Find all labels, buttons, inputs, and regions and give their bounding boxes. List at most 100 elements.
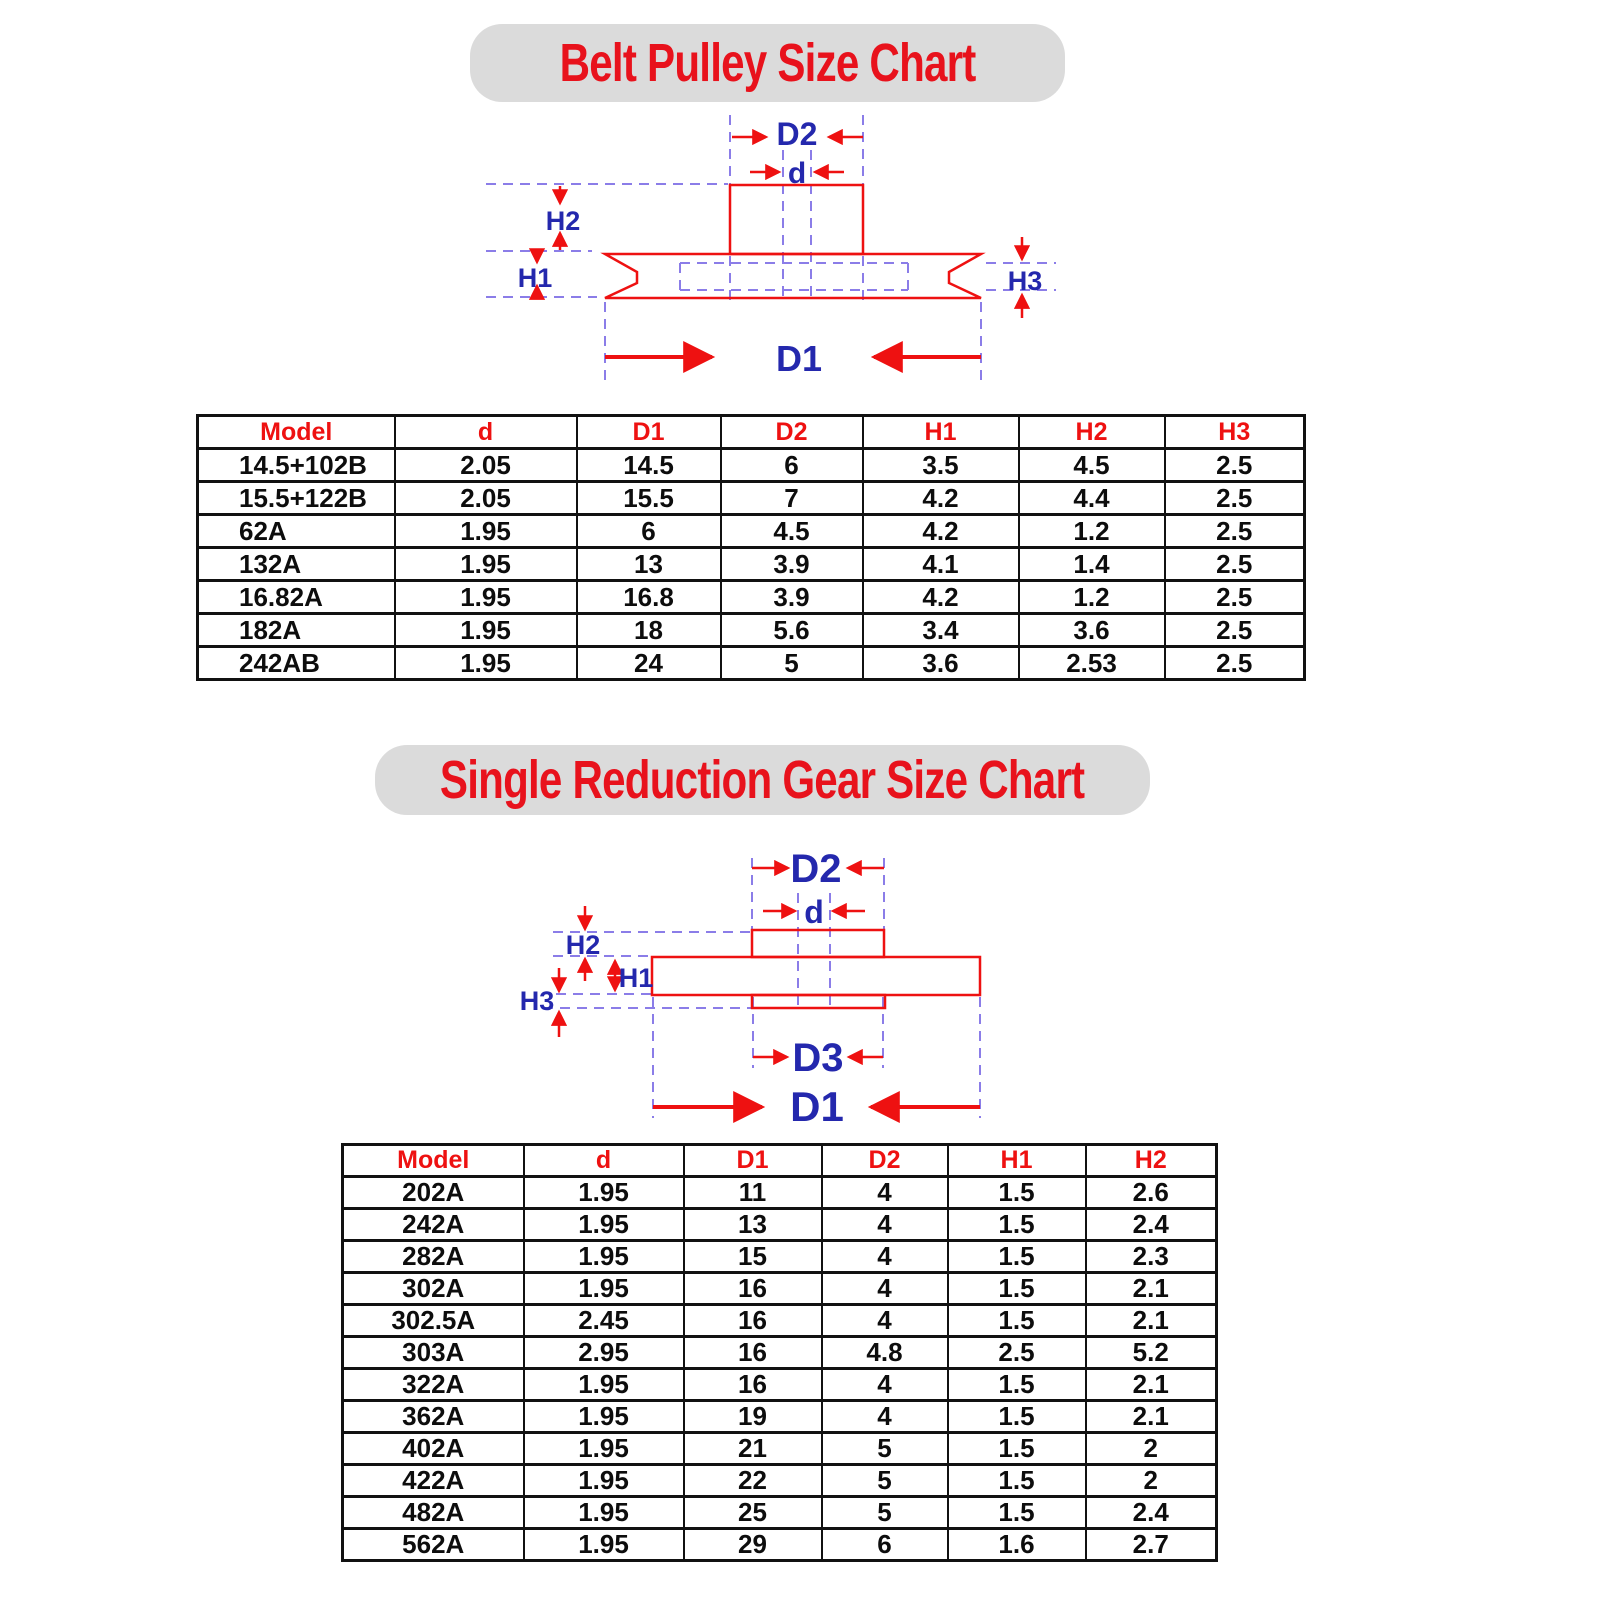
value-cell: 1.95 bbox=[522, 1527, 685, 1562]
value-cell: 3.5 bbox=[861, 447, 1020, 483]
col-header-d1: D1 bbox=[682, 1143, 823, 1178]
value-cell: 2.1 bbox=[1084, 1399, 1218, 1434]
dim-label-h2: H2 bbox=[546, 206, 581, 236]
value-cell: 2 bbox=[1084, 1463, 1218, 1498]
value-cell: 2.53 bbox=[1017, 645, 1166, 681]
value-cell: 2.5 bbox=[1163, 513, 1306, 549]
value-cell: 1.95 bbox=[522, 1431, 685, 1466]
model-cell: 402A bbox=[341, 1431, 525, 1466]
model-cell: 302.5A bbox=[341, 1303, 525, 1338]
model-cell: 132A bbox=[196, 546, 396, 582]
dim-label-d2: D2 bbox=[777, 116, 818, 152]
value-cell: 3.9 bbox=[719, 546, 864, 582]
value-cell: 1.95 bbox=[393, 579, 578, 615]
value-cell: 4.2 bbox=[861, 579, 1020, 615]
col-header-h2: H2 bbox=[1084, 1143, 1218, 1178]
value-cell: 5.2 bbox=[1084, 1335, 1218, 1370]
value-cell: 1.95 bbox=[393, 513, 578, 549]
value-cell: 19 bbox=[682, 1399, 823, 1434]
model-cell: 14.5+102B bbox=[196, 447, 396, 483]
value-cell: 2.5 bbox=[1163, 579, 1306, 615]
pulley-outline bbox=[600, 183, 986, 300]
value-cell: 13 bbox=[682, 1207, 823, 1242]
value-cell: 5 bbox=[719, 645, 864, 681]
value-cell: 4 bbox=[820, 1367, 949, 1402]
value-cell: 15.5 bbox=[575, 480, 722, 516]
value-cell: 13 bbox=[575, 546, 722, 582]
value-cell: 24 bbox=[575, 645, 722, 681]
value-cell: 4.1 bbox=[861, 546, 1020, 582]
value-cell: 1.5 bbox=[946, 1463, 1087, 1498]
value-cell: 1.95 bbox=[393, 612, 578, 648]
value-cell: 22 bbox=[682, 1463, 823, 1498]
dim-label-h1: H1 bbox=[619, 963, 654, 993]
value-cell: 1.95 bbox=[522, 1463, 685, 1498]
dim-label-d: d bbox=[788, 157, 806, 190]
value-cell: 1.95 bbox=[522, 1239, 685, 1274]
model-cell: 322A bbox=[341, 1367, 525, 1402]
value-cell: 16 bbox=[682, 1367, 823, 1402]
col-header-model: Model bbox=[196, 414, 396, 450]
value-cell: 2.4 bbox=[1084, 1207, 1218, 1242]
value-cell: 4.2 bbox=[861, 513, 1020, 549]
model-cell: 422A bbox=[341, 1463, 525, 1498]
value-cell: 1.95 bbox=[522, 1271, 685, 1306]
value-cell: 2.5 bbox=[1163, 480, 1306, 516]
value-cell: 15 bbox=[682, 1239, 823, 1274]
value-cell: 1.5 bbox=[946, 1303, 1087, 1338]
value-cell: 2.45 bbox=[522, 1303, 685, 1338]
gear-diagram: D2 d H2 H1 H3 D3 D1 bbox=[520, 847, 982, 1130]
value-cell: 4.8 bbox=[820, 1335, 949, 1370]
model-cell: 362A bbox=[341, 1399, 525, 1434]
value-cell: 3.6 bbox=[1017, 612, 1166, 648]
value-cell: 5 bbox=[820, 1495, 949, 1530]
model-cell: 202A bbox=[341, 1175, 525, 1210]
value-cell: 14.5 bbox=[575, 447, 722, 483]
value-cell: 6 bbox=[719, 447, 864, 483]
value-cell: 11 bbox=[682, 1175, 823, 1210]
value-cell: 2.1 bbox=[1084, 1271, 1218, 1306]
value-cell: 1.5 bbox=[946, 1175, 1087, 1210]
value-cell: 7 bbox=[719, 480, 864, 516]
value-cell: 2.95 bbox=[522, 1335, 685, 1370]
value-cell: 1.5 bbox=[946, 1399, 1087, 1434]
dim-label-h3: H3 bbox=[1008, 266, 1043, 296]
belt-pulley-title-bar: Belt Pulley Size Chart bbox=[470, 24, 1065, 102]
value-cell: 1.5 bbox=[946, 1271, 1087, 1306]
value-cell: 2.4 bbox=[1084, 1495, 1218, 1530]
value-cell: 1.4 bbox=[1017, 546, 1166, 582]
value-cell: 1.95 bbox=[393, 546, 578, 582]
value-cell: 6 bbox=[820, 1527, 949, 1562]
value-cell: 1.2 bbox=[1017, 579, 1166, 615]
model-cell: 482A bbox=[341, 1495, 525, 1530]
gear-reference-lines bbox=[543, 858, 981, 1118]
value-cell: 2.5 bbox=[1163, 612, 1306, 648]
dim-label-d3: D3 bbox=[792, 1036, 843, 1080]
value-cell: 2.7 bbox=[1084, 1527, 1218, 1562]
value-cell: 1.95 bbox=[522, 1399, 685, 1434]
model-cell: 302A bbox=[341, 1271, 525, 1306]
dim-label-d1: D1 bbox=[776, 338, 822, 379]
dim-label-h2: H2 bbox=[566, 930, 601, 960]
value-cell: 5 bbox=[820, 1463, 949, 1498]
value-cell: 1.5 bbox=[946, 1431, 1087, 1466]
value-cell: 1.95 bbox=[393, 645, 578, 681]
pulley-diagram: D2 d H2 H1 H3 D1 bbox=[486, 115, 1056, 382]
value-cell: 2.5 bbox=[1163, 546, 1306, 582]
